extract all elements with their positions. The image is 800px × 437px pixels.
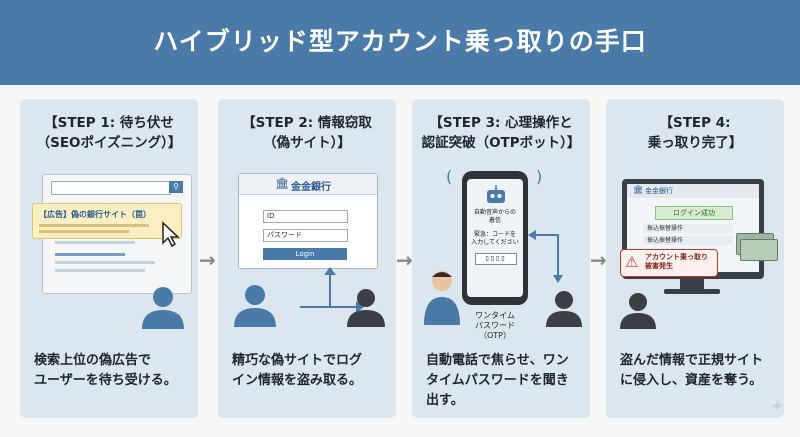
result-line <box>55 269 145 272</box>
step-1-title-line2: （SEOポイズニング）】 <box>36 135 182 151</box>
phone-text-line: 着信 <box>488 217 501 224</box>
monitor-base <box>664 289 720 294</box>
ad-line <box>39 230 129 233</box>
step-4-title-line2: 乗っ取り完了】 <box>647 135 743 151</box>
login-success-badge: ログイン成功 <box>655 206 733 220</box>
bank-name: 金金銀行 <box>291 182 331 193</box>
step-3-caption-line3: 出す。 <box>426 393 464 408</box>
warning-icon: ⚠ <box>625 253 639 271</box>
otp-label-line: （OTP） <box>478 331 511 340</box>
sparkle-icon: ✦ <box>770 396 786 417</box>
robot-icon <box>487 185 505 203</box>
step-4-caption-line2: に侵入し、資産を奪う。 <box>620 373 763 388</box>
step-2-title-line2: （偽サイト）】 <box>263 135 351 151</box>
bank-header: 🏛 金金銀行 <box>239 174 377 195</box>
money-icon <box>740 239 778 261</box>
step-3-caption-line2: タイムパスワードを聞き <box>426 373 569 388</box>
alert-text: アカウント乗っ取り 被害発生 <box>645 253 708 271</box>
step-1-caption: 検索上位の偽広告で ユーザーを待ち受ける。 <box>34 351 194 391</box>
attacker-icon <box>546 291 582 327</box>
step-4-caption: 盗んだ情報で正規サイト に侵入し、資産を奪う。 <box>620 351 780 391</box>
victim-icon <box>424 271 460 325</box>
step-2-caption-line2: イン情報を盗み取る。 <box>232 373 363 388</box>
sound-wave-right-icon: ) <box>536 167 543 186</box>
phone-text-line: 入力してください <box>471 239 519 246</box>
fake-login-page: 🏛 金金銀行 ID パスワード Login <box>238 173 378 269</box>
fake-ad-banner: 【広告】偽の銀行サイト（罠） <box>32 203 182 239</box>
step-3-title-line2: 認証突破（OTPボット）】 <box>421 135 581 151</box>
data-flow-arrow <box>300 267 364 313</box>
transfer-row: 振込振替操作 <box>643 236 733 245</box>
otp-label-line: パスワード <box>475 321 515 330</box>
page-title: ハイブリッド型アカウント乗っ取りの手口 <box>153 27 647 56</box>
otp-label-line: ワンタイム <box>475 311 515 320</box>
step-1-title: 【STEP 1: 待ち伏せ （SEOポイズニング）】 <box>20 113 198 153</box>
otp-input-boxes: ▯▯▯▯ <box>475 253 517 265</box>
fake-ad-label: 【広告】偽の銀行サイト（罠） <box>39 210 151 219</box>
phone-urgent-text: 緊急：コードを 入力してください <box>467 231 523 247</box>
user-icon <box>234 285 276 327</box>
bank-icon: 🏛 <box>633 185 644 194</box>
step-1-caption-line2: ユーザーを待ち受ける。 <box>34 373 177 388</box>
monitor-stand <box>680 279 704 289</box>
step-2-title-line1: 【STEP 2: 情報窃取 <box>242 115 372 131</box>
step-3-caption-line1: 自動電話で焦らせ、ワン <box>426 353 569 368</box>
step-2-caption: 精巧な偽サイトでログ イン情報を盗み取る。 <box>232 351 392 391</box>
header-banner <box>0 0 800 85</box>
result-line <box>55 253 125 256</box>
arrow-right-icon: → <box>396 248 413 272</box>
alert-line: 被害発生 <box>645 262 673 270</box>
step-2-caption-line1: 精巧な偽サイトでログ <box>232 353 363 368</box>
bank-name: 金金銀行 <box>645 187 673 195</box>
step-1-caption-line1: 検索上位の偽広告で <box>34 353 152 368</box>
otp-label: ワンタイム パスワード （OTP） <box>462 311 528 341</box>
password-field: パスワード <box>263 229 348 242</box>
phone-text-line: 自動音声からの <box>473 209 516 216</box>
step-3-title: 【STEP 3: 心理操作と 認証突破（OTPボット）】 <box>412 113 590 153</box>
login-button: Login <box>263 248 347 260</box>
step-1-title-line1: 【STEP 1: 待ち伏せ <box>44 115 174 131</box>
cursor-icon <box>160 221 180 248</box>
step-2-title: 【STEP 2: 情報窃取 （偽サイト）】 <box>218 113 396 153</box>
takeover-alert: ⚠ アカウント乗っ取り 被害発生 <box>620 249 718 277</box>
attacker-icon <box>347 289 385 327</box>
attacker-icon <box>620 293 656 329</box>
arrow-right-icon: → <box>590 248 607 272</box>
arrow-right-icon: → <box>199 248 216 272</box>
phone-text-line: 緊急：コードを <box>473 231 516 238</box>
phone-screen: 自動音声からの 着信 緊急：コードを 入力してください ▯▯▯▯ <box>467 179 523 297</box>
smartphone: 自動音声からの 着信 緊急：コードを 入力してください ▯▯▯▯ <box>462 171 528 305</box>
step-4-title: 【STEP 4: 乗っ取り完了】 <box>606 113 784 153</box>
ad-line <box>39 224 149 227</box>
result-line <box>55 241 135 244</box>
sound-wave-left-icon: ( <box>446 167 453 186</box>
bank-icon: 🏛 <box>275 177 289 190</box>
result-line <box>55 261 155 264</box>
alert-line: アカウント乗っ取り <box>645 253 708 261</box>
transfer-row: 振込振替操作 <box>643 224 733 233</box>
step-4-caption-line1: 盗んだ情報で正規サイト <box>620 353 764 368</box>
step-1-card: 【STEP 1: 待ち伏せ （SEOポイズニング）】 ⚲ 【広告】偽の銀行サイト… <box>20 99 198 418</box>
step-2-card: 【STEP 2: 情報窃取 （偽サイト）】 🏛 金金銀行 ID パスワード Lo… <box>218 99 396 418</box>
step-4-title-line1: 【STEP 4: <box>659 115 731 131</box>
step-3-card: 【STEP 3: 心理操作と 認証突破（OTPボット）】 自動音声からの 着信 … <box>412 99 590 418</box>
exchange-arrow-icon <box>528 230 563 283</box>
step-3-title-line1: 【STEP 3: 心理操作と <box>429 115 573 131</box>
search-icon: ⚲ <box>169 181 183 193</box>
phone-call-text: 自動音声からの 着信 <box>467 209 523 225</box>
bank-header: 🏛 金金銀行 <box>627 184 759 198</box>
step-4-card: 【STEP 4: 乗っ取り完了】 🏛 金金銀行 ログイン成功 振込振替操作 振込… <box>606 99 784 418</box>
search-box <box>51 181 171 195</box>
id-field: ID <box>263 210 348 223</box>
step-3-caption: 自動電話で焦らせ、ワン タイムパスワードを聞き 出す。 <box>426 351 586 411</box>
user-icon <box>142 287 184 329</box>
